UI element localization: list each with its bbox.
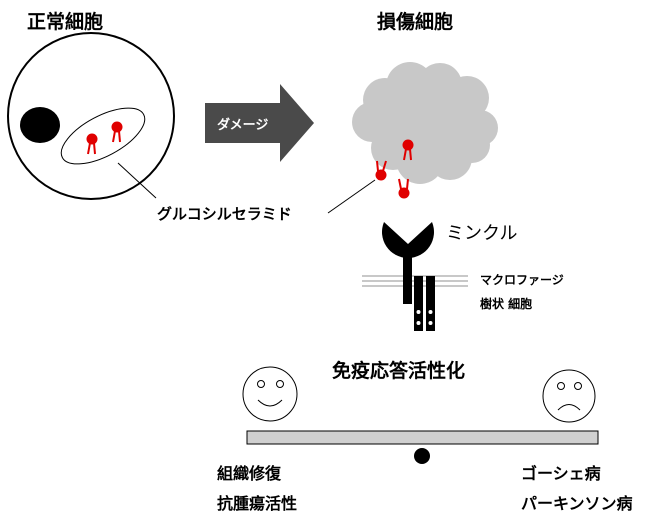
immune-activation-label: 免疫応答活性化 xyxy=(332,360,466,382)
glucosylceramide-icon xyxy=(111,121,123,143)
mincle-receptor-icon xyxy=(382,222,434,304)
damaged-cell xyxy=(352,62,498,184)
leader-line xyxy=(327,179,376,214)
normal-cell-label: 正常細胞 xyxy=(27,11,104,33)
glucosylceramide-icon xyxy=(375,160,387,181)
antitumor-activity-label: 抗腫瘍活性 xyxy=(217,494,298,513)
frowning-face-icon xyxy=(542,369,596,423)
seesaw-icon xyxy=(246,430,599,464)
nucleus xyxy=(20,107,60,143)
gaucher-disease-label: ゴーシェ病 xyxy=(521,464,601,483)
macrophage-label: マクロファージ xyxy=(480,273,564,287)
glucosylceramide-icon xyxy=(398,178,410,199)
smiley-face-icon xyxy=(242,366,298,422)
organelle-outline xyxy=(60,107,146,165)
damage-label: ダメージ xyxy=(217,118,269,133)
glucosylceramide-label: グルコシルセラミド xyxy=(157,205,292,223)
dendritic-cell-label: 樹状 細胞 xyxy=(480,297,533,311)
parkinsons-disease-label: パーキンソン病 xyxy=(521,494,633,513)
mincle-label: ミンクル xyxy=(446,223,518,244)
damaged-cell-label: 損傷細胞 xyxy=(377,11,454,33)
glucosylceramide-icon xyxy=(402,139,414,161)
fcr-gamma-icon xyxy=(414,276,435,331)
leader-line xyxy=(117,162,157,199)
glucosylceramide-icon xyxy=(86,133,98,155)
normal-cell xyxy=(7,32,175,200)
tissue-repair-label: 組織修復 xyxy=(217,464,282,483)
damage-arrow xyxy=(205,84,314,162)
